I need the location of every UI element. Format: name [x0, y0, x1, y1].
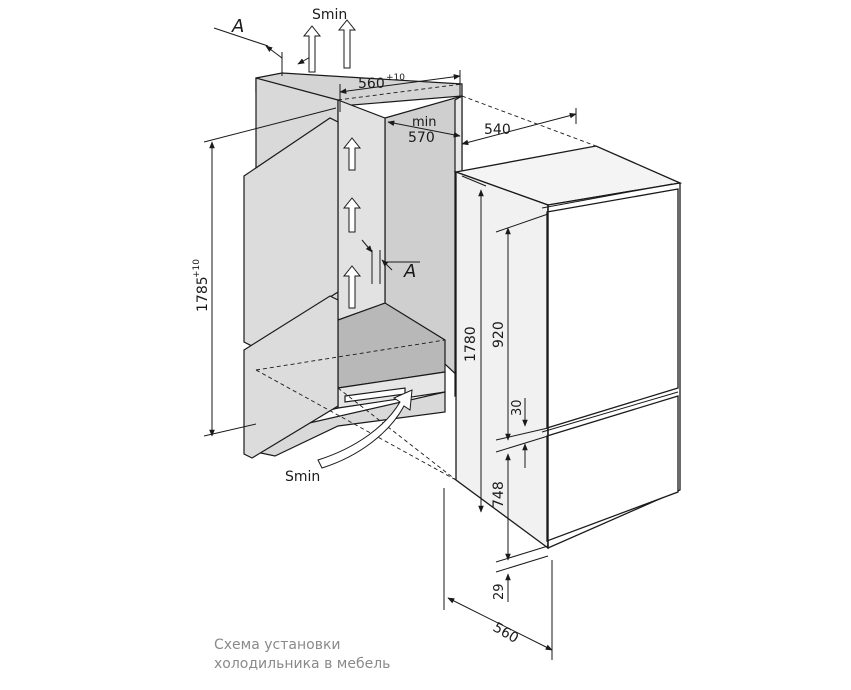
lower-furniture-door: [243, 295, 339, 459]
caption-line-1: Схема установки: [214, 637, 341, 653]
dimension-lines: [203, 27, 577, 660]
refrigerator: [453, 145, 683, 550]
furniture-doors: [243, 117, 339, 459]
niche-width-label: 560: [358, 76, 385, 92]
section-a-top-label: A: [231, 16, 244, 37]
appliance-height-label: 1780: [463, 326, 479, 362]
airflow-arrow-top-1: [302, 25, 322, 73]
airflow-arrow-inner-3: [342, 265, 362, 309]
fridge-lower-door: [546, 395, 679, 542]
airflow-arrows: [302, 19, 413, 469]
section-a-middle-label: A: [403, 261, 416, 282]
airflow-arrow-inner-2: [342, 197, 362, 233]
cabinet-right-inner: [337, 99, 386, 321]
depth-min-label: min: [412, 115, 437, 130]
fridge-upper-door: [546, 188, 679, 429]
s-min-top-label: Smin: [312, 7, 347, 23]
appliance-depth-label: 540: [484, 122, 511, 138]
airflow-arrow-bottom: [317, 389, 413, 469]
niche-height-tolerance: +10: [192, 259, 202, 278]
lower-door-height-label: 748: [491, 481, 507, 508]
s-min-bottom-label: Smin: [285, 469, 320, 485]
depth-value-label: 570: [408, 130, 435, 146]
caption-line-2: холодильника в мебель: [214, 656, 391, 672]
diagram-caption: Схема установки холодильника в мебель: [214, 636, 390, 674]
bottom-offset-label: 29: [492, 583, 507, 600]
airflow-arrow-inner-1: [342, 137, 362, 171]
niche-width-tolerance: +10: [386, 73, 405, 83]
gap-height-label: 30: [510, 399, 525, 416]
upper-door-height-label: 920: [491, 321, 507, 348]
airflow-arrow-top-2: [337, 19, 357, 69]
appliance-width-label: 560: [490, 620, 521, 647]
niche-height-label: 1785: [195, 276, 211, 312]
